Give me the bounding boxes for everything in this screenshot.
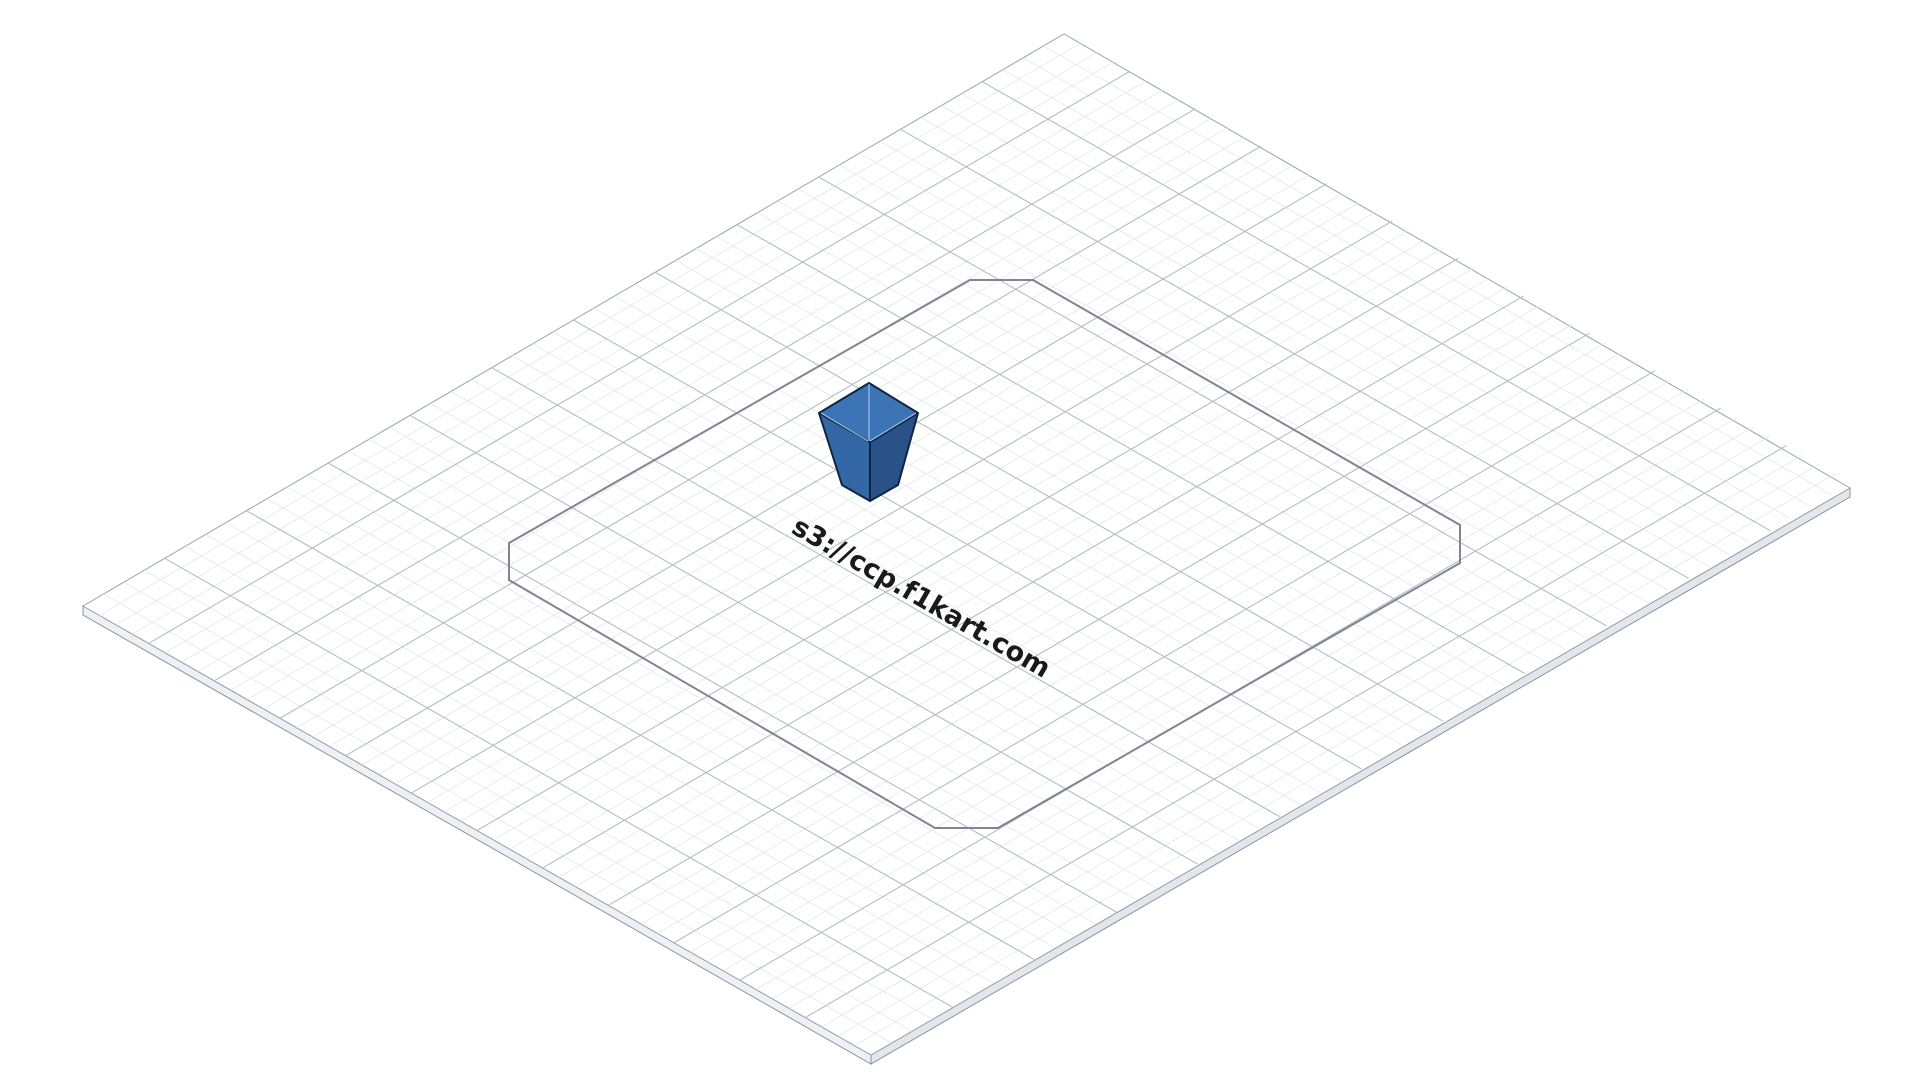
- bucket-boundary: [508, 279, 1461, 829]
- bucket-top-highlight-3: [869, 412, 917, 442]
- bucket-top-highlight-2: [820, 412, 869, 442]
- grid-major-line: [981, 81, 1771, 532]
- grid-major-line: [805, 445, 1787, 1019]
- s3-bucket-icon: [818, 382, 919, 502]
